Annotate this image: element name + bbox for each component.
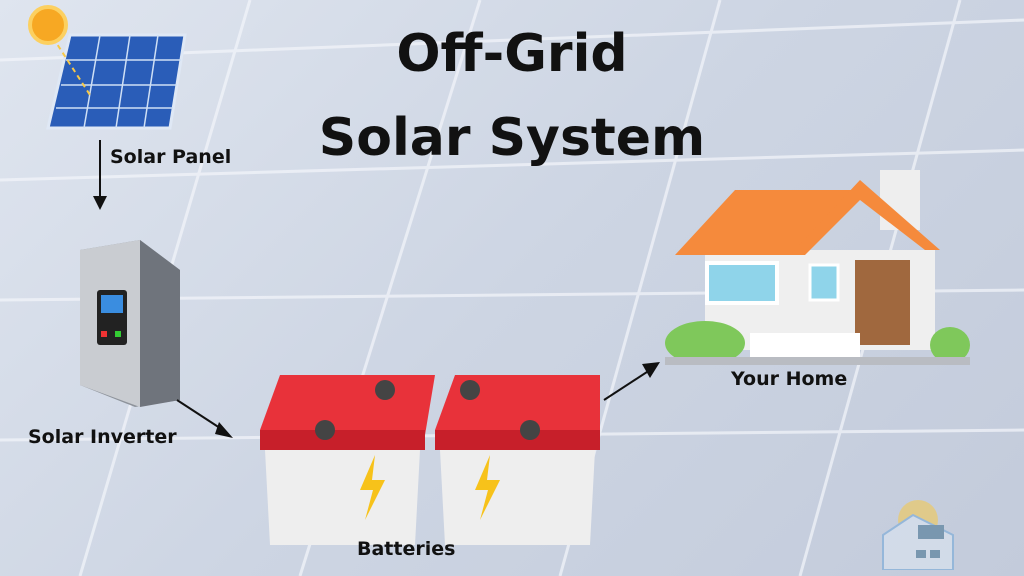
arrow-right-down-icon (176, 399, 233, 438)
watermark-logo-icon (882, 500, 954, 570)
solar-inverter-icon (80, 240, 180, 407)
batteries-icon (260, 375, 600, 545)
solar-panel-icon (28, 5, 187, 130)
arrow-right-up-icon (603, 362, 660, 401)
your-home-label: Your Home (731, 368, 848, 390)
title-line-1: Off-Grid (396, 24, 628, 84)
solar-inverter-label: Solar Inverter (28, 426, 177, 448)
arrow-down-icon (93, 140, 107, 210)
batteries-label: Batteries (357, 538, 456, 560)
title-line-2: Solar System (318, 108, 706, 168)
solar-panel-label: Solar Panel (110, 146, 232, 168)
home-icon (665, 170, 970, 365)
